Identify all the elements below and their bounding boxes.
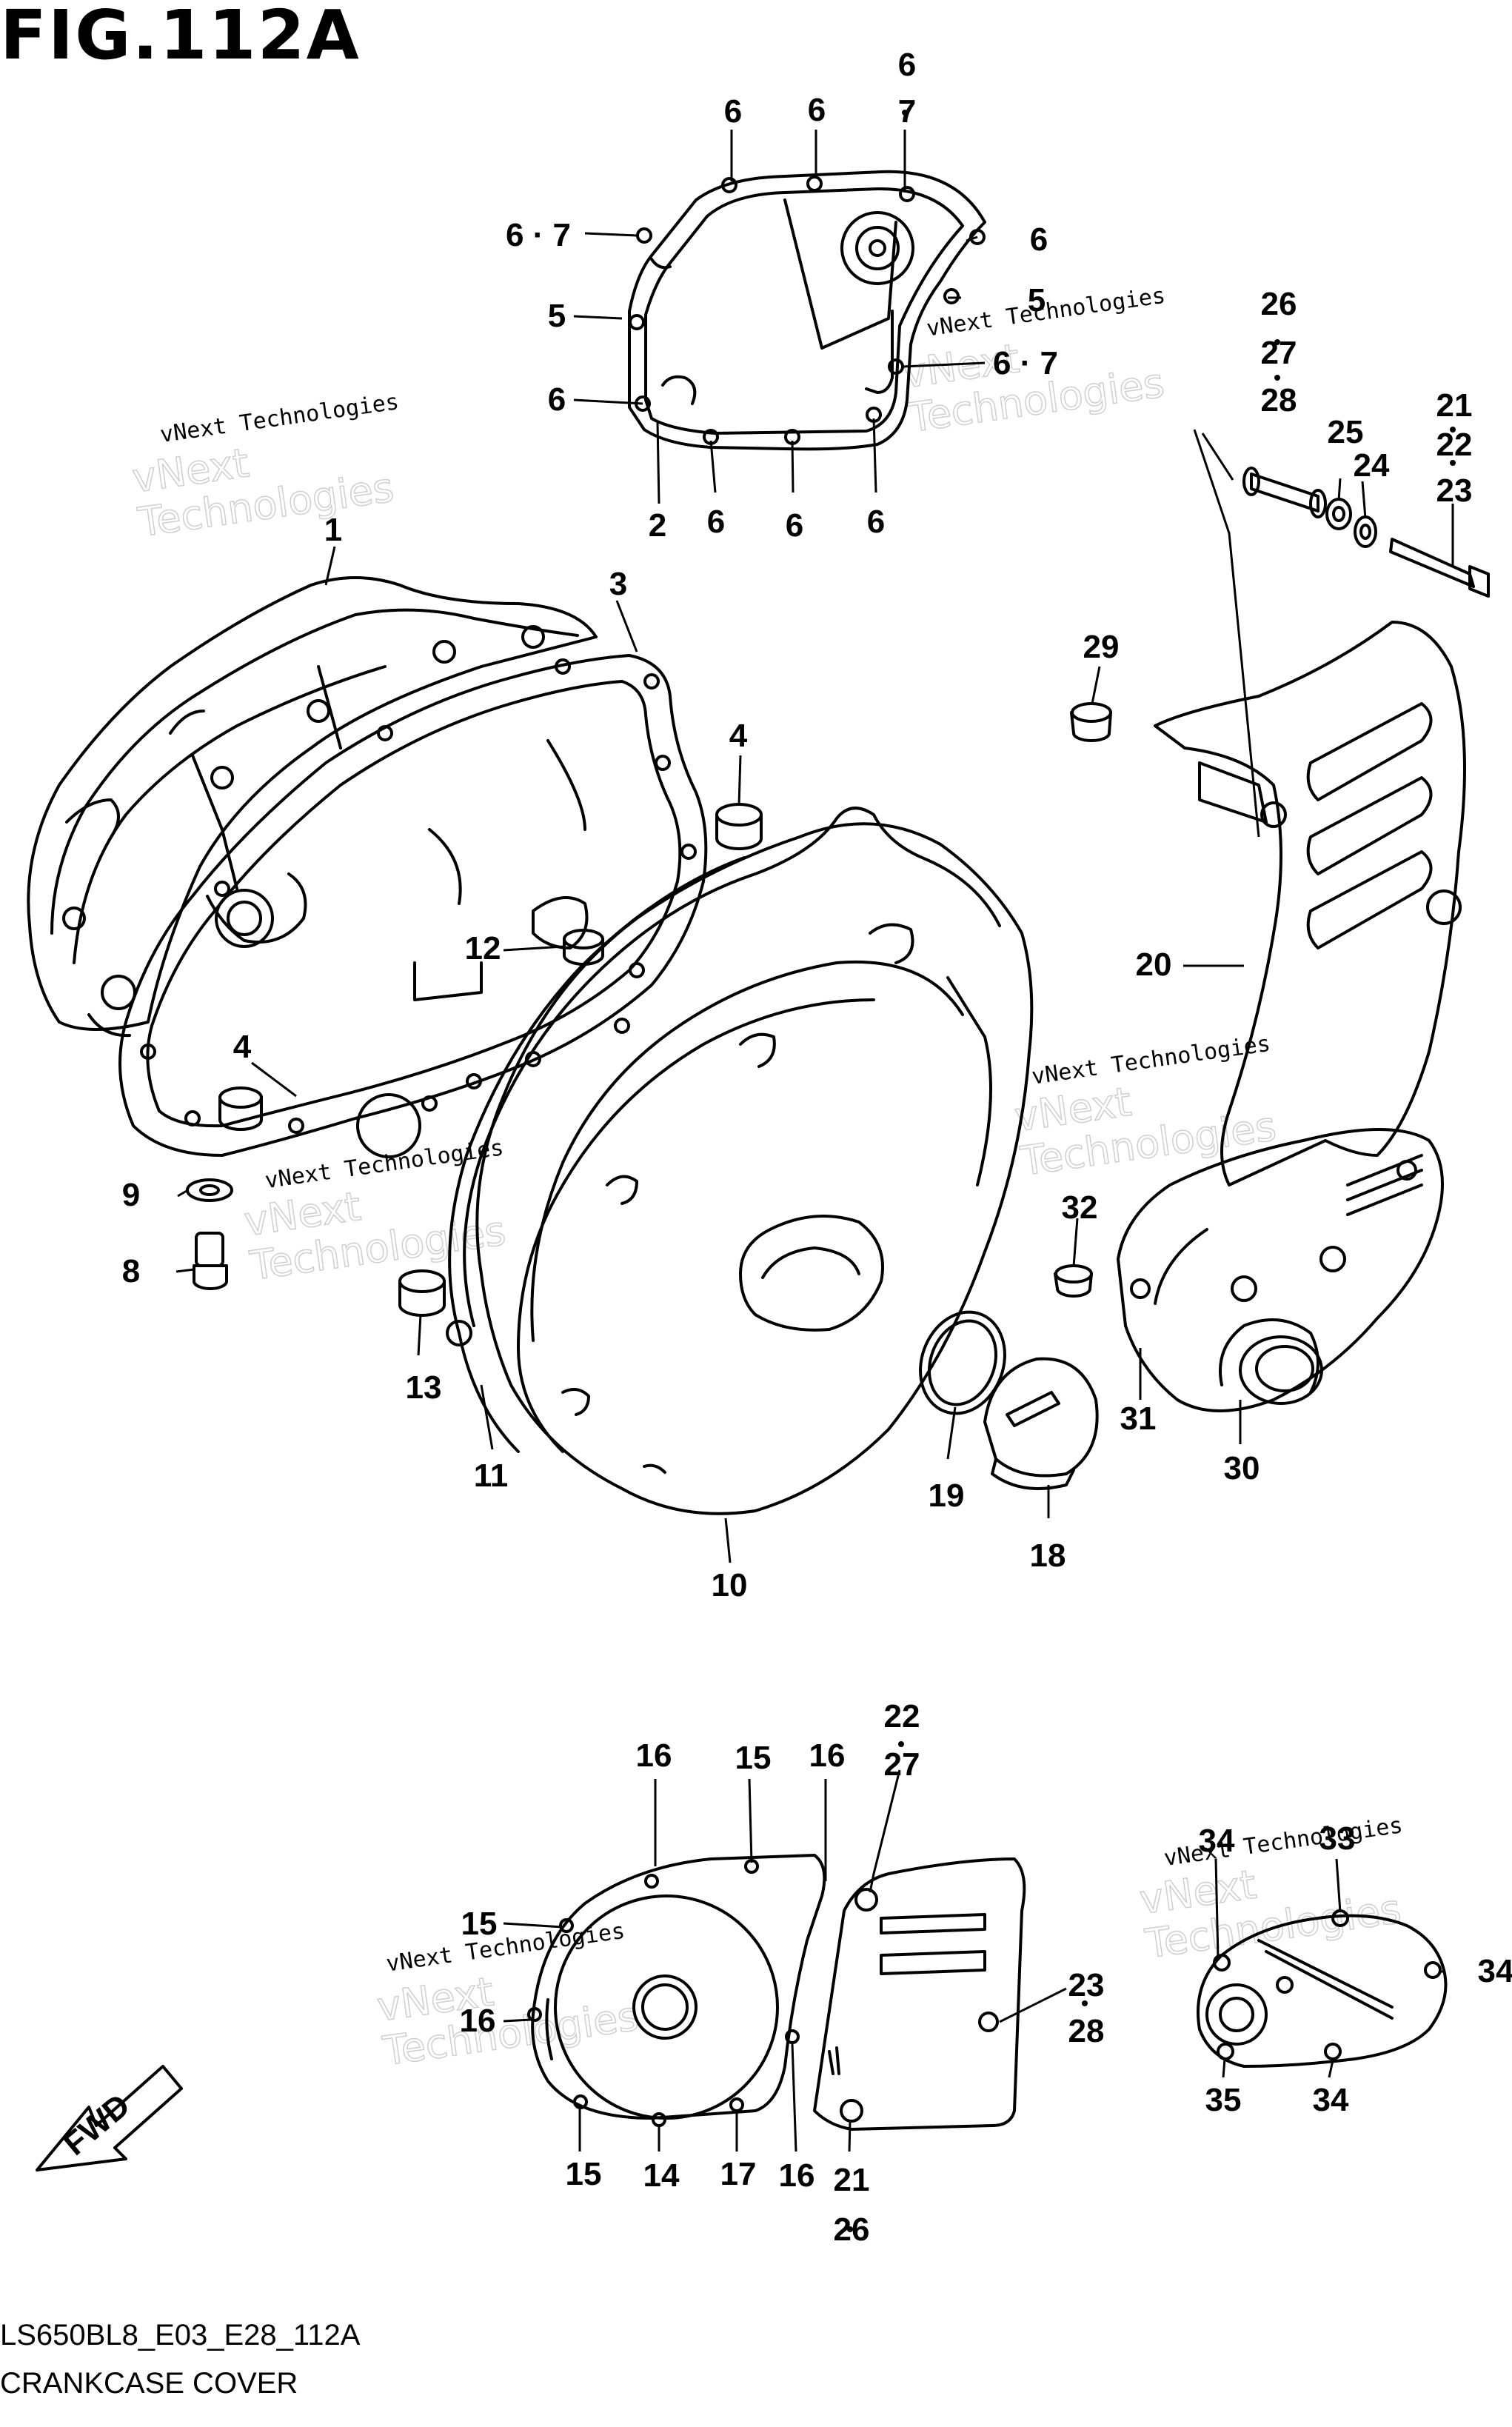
spacer-26 xyxy=(1242,467,1327,518)
figure-code: LS650BL8_E03_E28_112A xyxy=(0,2319,361,2351)
magneto-cover xyxy=(475,822,1034,1515)
washer-24 xyxy=(1354,515,1377,548)
callout-13: 13 xyxy=(406,1369,442,1406)
callout-7: 7 xyxy=(898,93,916,130)
bolt-8 xyxy=(193,1232,228,1290)
sprocket-cover-assembly xyxy=(1117,621,1466,1412)
callout-15: 15 xyxy=(735,1740,772,1776)
callout-16: 16 xyxy=(809,1737,846,1774)
callout-24: 24 xyxy=(1354,447,1390,484)
callout-15: 15 xyxy=(566,2156,602,2192)
grommet-29 xyxy=(1070,702,1112,742)
callout-26: 26 xyxy=(834,2211,870,2248)
callout-28: 28 xyxy=(1261,382,1297,418)
callout-6: 6 xyxy=(707,504,725,540)
leader-lines xyxy=(175,130,1454,2152)
callout-27: 27 xyxy=(1261,335,1297,371)
figure-title: FIG.112A xyxy=(0,0,361,75)
callout-15: 15 xyxy=(461,1906,498,1942)
figure-name: CRANKCASE COVER xyxy=(0,2367,298,2400)
callout-27: 27 xyxy=(884,1746,920,1783)
callout-8: 8 xyxy=(122,1253,140,1289)
bolt-21 xyxy=(1389,538,1490,598)
fwd-arrow-icon xyxy=(36,2065,183,2171)
washer-9 xyxy=(186,1178,233,1202)
callout-11: 11 xyxy=(474,1458,509,1494)
generator-cover xyxy=(527,1854,826,2127)
callout-23: 23 xyxy=(1436,473,1473,509)
callout-6: 6 xyxy=(724,93,742,130)
callout-34: 34 xyxy=(1478,1953,1512,1989)
sprocket-cover-lower xyxy=(813,1857,1026,2131)
callout-18: 18 xyxy=(1030,1538,1066,1574)
callout-5: 5 xyxy=(548,298,566,334)
callout-34: 34 xyxy=(1313,2082,1349,2118)
callout-6-7: 6 · 7 xyxy=(993,345,1058,381)
callout-4: 4 xyxy=(233,1029,252,1065)
callout-9: 9 xyxy=(122,1177,140,1213)
crankcase-cover-gasket xyxy=(118,654,708,1158)
callout-23: 23 xyxy=(1068,1967,1105,2003)
callout-21: 21 xyxy=(834,2162,870,2198)
callout-6: 6 xyxy=(808,92,826,128)
callout-3: 3 xyxy=(609,566,627,602)
callout-30: 30 xyxy=(1224,1450,1260,1486)
dowel-pins xyxy=(218,803,763,1317)
callout-6: 6 xyxy=(548,381,566,418)
callout-22: 22 xyxy=(884,1698,920,1735)
small-cover xyxy=(1197,1909,1448,2068)
callout-32: 32 xyxy=(1062,1189,1098,1226)
callout-31: 31 xyxy=(1120,1401,1157,1437)
plug-18 xyxy=(983,1357,1099,1490)
callout-labels: 6 6 6 7 6 · 7 6 5 5 6 · 7 6 2 6 6 6 26 2… xyxy=(122,47,1512,2248)
callout-21: 21 xyxy=(1436,387,1473,424)
callout-19: 19 xyxy=(929,1478,965,1514)
o-ring-19 xyxy=(919,1310,1006,1415)
callout-5: 5 xyxy=(1028,282,1046,318)
svg-text:vNext Technologies: vNext Technologies xyxy=(925,283,1167,342)
callout-14: 14 xyxy=(643,2157,680,2194)
crankcase-cover-left xyxy=(27,576,598,1038)
grommet-32 xyxy=(1054,1264,1093,1298)
callout-16: 16 xyxy=(779,2157,815,2194)
callout-16: 16 xyxy=(460,2003,496,2039)
callout-12: 12 xyxy=(465,930,501,967)
callout-4: 4 xyxy=(729,718,748,754)
callout-22: 22 xyxy=(1436,427,1473,463)
callout-28: 28 xyxy=(1068,2013,1105,2049)
callout-16: 16 xyxy=(636,1737,672,1774)
callout-25: 25 xyxy=(1328,414,1364,450)
callout-6: 6 xyxy=(898,47,916,83)
callout-6: 6 xyxy=(1030,221,1048,258)
magneto-gasket xyxy=(446,807,1001,1453)
callout-6: 6 xyxy=(867,504,885,540)
callout-2: 2 xyxy=(649,507,666,544)
callout-26: 26 xyxy=(1261,286,1297,322)
svg-text:vNext Technologies: vNext Technologies xyxy=(158,389,401,448)
svg-text:vNext Technologies: vNext Technologies xyxy=(264,1135,506,1194)
callout-20: 20 xyxy=(1136,947,1172,983)
svg-text:vNext Technologies: vNext Technologies xyxy=(1030,1031,1272,1090)
clutch-cover-outline xyxy=(628,170,986,451)
watermark: vNext Technologies vNext Technologies vN… xyxy=(129,283,1404,2075)
callout-34: 34 xyxy=(1199,1823,1235,1859)
washer-25 xyxy=(1325,498,1352,530)
callout-1: 1 xyxy=(324,512,342,548)
callout-6: 6 xyxy=(786,507,803,544)
callout-6-7: 6 · 7 xyxy=(506,217,571,253)
callout-17: 17 xyxy=(720,2156,757,2192)
callout-10: 10 xyxy=(712,1567,748,1603)
callout-33: 33 xyxy=(1319,1820,1356,1857)
callout-35: 35 xyxy=(1205,2082,1242,2118)
callout-joins xyxy=(847,110,1456,2232)
callout-29: 29 xyxy=(1083,629,1120,665)
